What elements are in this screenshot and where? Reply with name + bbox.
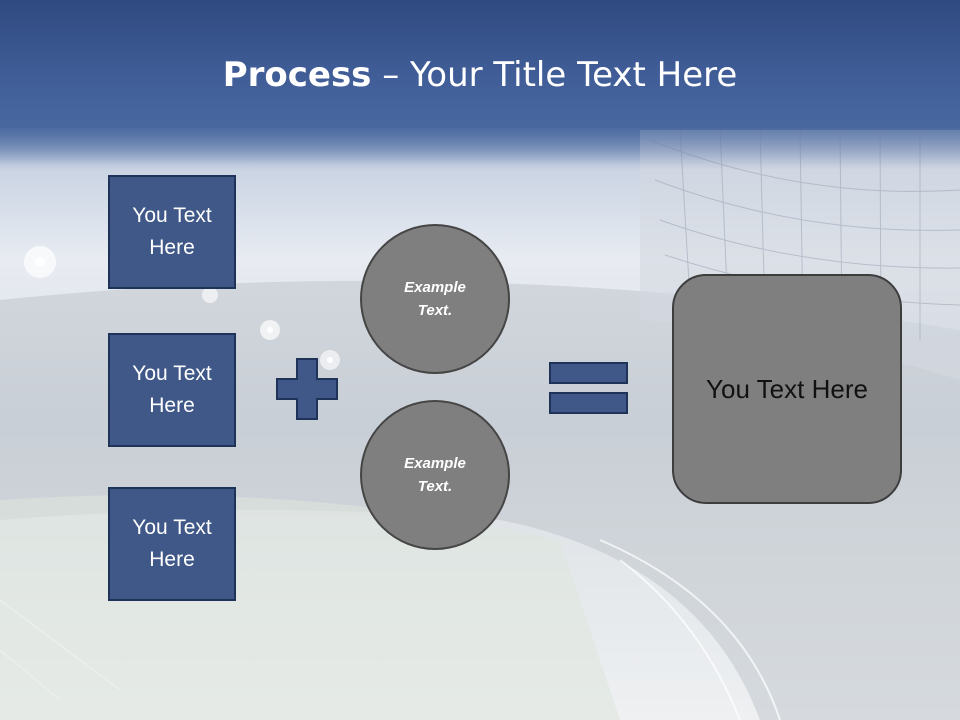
page-title: Process – Your Title Text Here [0, 52, 960, 98]
title-rest: – Your Title Text Here [371, 55, 738, 95]
result-box: You Text Here [672, 274, 902, 504]
input-box-2-text: You Text Here [132, 362, 212, 417]
input-box-3-text: You Text Here [132, 516, 212, 571]
input-box-1: You Text Here [108, 175, 236, 289]
title-bold: Process [222, 55, 372, 95]
title-band [0, 0, 960, 128]
title-fade [0, 120, 960, 170]
pitch [0, 495, 620, 720]
input-box-1-text: You Text Here [132, 204, 212, 259]
example-circle-1-text: Example Text. [404, 279, 466, 319]
example-circle-2: Example Text. [360, 400, 510, 550]
input-box-3: You Text Here [108, 487, 236, 601]
input-box-2: You Text Here [108, 333, 236, 447]
result-text: You Text Here [706, 373, 868, 404]
example-circle-2-text: Example Text. [404, 455, 466, 495]
floodlights [24, 246, 340, 370]
plus-icon [276, 358, 338, 420]
equals-icon [549, 362, 628, 414]
example-circle-1: Example Text. [360, 224, 510, 374]
